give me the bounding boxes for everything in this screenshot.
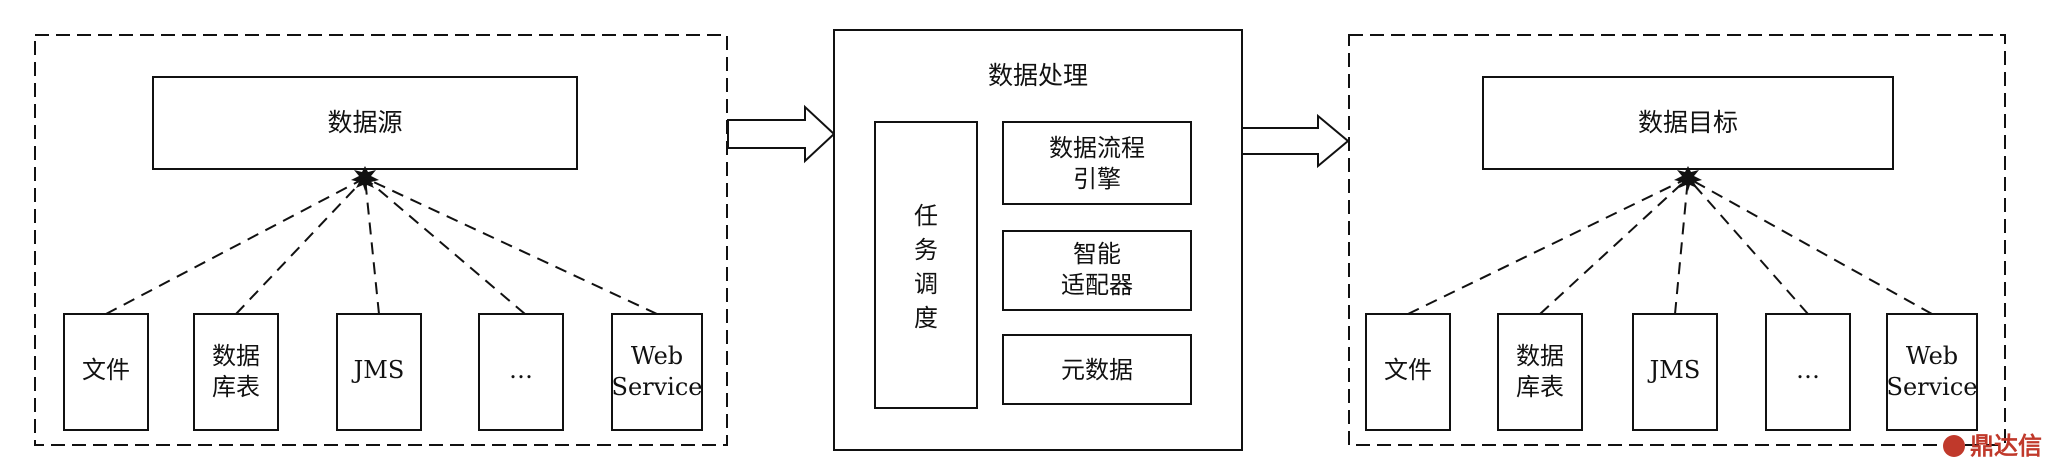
source-item-more: [478, 313, 564, 431]
source-connector-line: [364, 177, 380, 315]
target-item-db-table-label-line1: 数据: [1516, 342, 1564, 370]
module-smart-adapter: [1002, 230, 1192, 311]
source-item-db-table-label-line1: 数据: [212, 342, 260, 370]
source-item-web-service: [611, 313, 703, 431]
target-item-db-table-label-line2: 库表: [1516, 373, 1564, 401]
source-group-frame: [34, 34, 728, 446]
target-item-db-table: [1497, 313, 1583, 431]
source-item-db-table: [193, 313, 279, 431]
source-item-web-service-label-line1: Web: [631, 342, 683, 370]
source-connector-line: [364, 177, 526, 315]
module-metadata-label: 元数据: [1061, 356, 1133, 384]
target-group: 数据目标 文件 数据 库表 JMS … Web Service: [1348, 34, 2006, 446]
source-connector-line: [105, 177, 366, 315]
task-scheduler-char: 度: [914, 304, 938, 332]
target-connector-line: [1687, 177, 1809, 315]
processing-title: 数据处理: [988, 61, 1088, 90]
target-item-more: [1765, 313, 1851, 431]
source-item-web-service-label-line2: Service: [612, 373, 703, 401]
flow-arrow-to-target-icon: [1241, 113, 1350, 169]
module-dataflow-engine: [1002, 121, 1192, 205]
target-item-more-label: …: [1796, 356, 1820, 384]
target-title-box: [1482, 76, 1894, 170]
target-item-web-service: [1886, 313, 1978, 431]
task-scheduler-char: 调: [914, 270, 938, 298]
module-metadata: [1002, 334, 1192, 405]
source-item-jms-label: JMS: [351, 356, 405, 384]
source-title-box: [152, 76, 578, 170]
watermark-logo-icon: [1943, 435, 1965, 457]
target-connector-line: [1687, 177, 1933, 315]
target-item-web-service-label-line2: Service: [1887, 373, 1978, 401]
watermark: 鼎达信: [1943, 432, 2042, 460]
target-item-web-service-label-line1: Web: [1906, 342, 1958, 370]
source-item-db-table-label-line2: 库表: [212, 373, 260, 401]
source-group: 数据源 文件 数据 库表 JMS … Web Service: [34, 34, 728, 446]
source-item-more-label: …: [509, 356, 533, 384]
target-item-file-label: 文件: [1384, 356, 1432, 384]
target-item-jms: [1632, 313, 1718, 431]
module-dataflow-engine-line2: 引擎: [1073, 165, 1121, 193]
target-item-file: [1365, 313, 1451, 431]
task-scheduler-char: 任: [914, 202, 938, 230]
target-connector-line: [1674, 177, 1689, 315]
target-connector-line: [1539, 177, 1689, 315]
module-dataflow-engine-line1: 数据流程: [1049, 134, 1145, 162]
target-group-frame: [1348, 34, 2006, 446]
flow-arrow-to-processing-icon: [727, 104, 836, 164]
target-title: 数据目标: [1638, 108, 1738, 137]
target-connector-line: [1407, 177, 1689, 315]
source-connector-line: [235, 177, 366, 315]
module-smart-adapter-line1: 智能: [1073, 240, 1121, 268]
source-item-file: [63, 313, 149, 431]
target-item-jms-label: JMS: [1647, 356, 1701, 384]
source-title: 数据源: [327, 108, 402, 137]
task-scheduler-box: [874, 121, 978, 409]
source-connector-line: [364, 177, 658, 315]
processing-group: 数据处理 任 务 调 度 数据流程 引擎 智能 适配器 元数据: [833, 29, 1243, 451]
module-smart-adapter-line2: 适配器: [1061, 271, 1133, 299]
source-item-file-label: 文件: [82, 356, 130, 384]
watermark-text: 鼎达信: [1970, 432, 2042, 460]
source-item-jms: [336, 313, 422, 431]
task-scheduler-char: 务: [914, 236, 938, 264]
